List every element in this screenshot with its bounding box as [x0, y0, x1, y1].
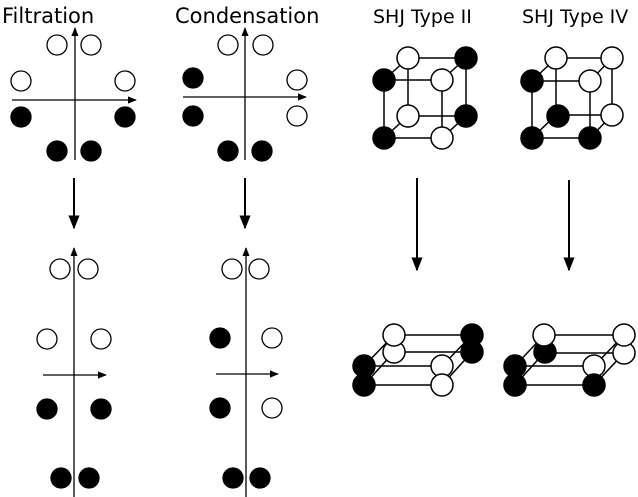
empty-particle — [80, 34, 102, 56]
empty-particle — [217, 34, 239, 56]
filled-particle — [372, 68, 396, 92]
shj-type-4-cube — [520, 46, 624, 150]
filled-particle — [90, 398, 112, 420]
filled-particle — [80, 140, 102, 162]
filled-particle — [249, 467, 271, 489]
empty-particle — [36, 328, 58, 350]
filled-particle — [251, 140, 273, 162]
filled-particle — [372, 126, 396, 150]
empty-particle — [396, 104, 420, 128]
empty-particle — [46, 34, 68, 56]
filled-particle — [520, 126, 544, 150]
empty-particle — [49, 258, 71, 280]
empty-particle — [430, 68, 454, 92]
filled-particle — [182, 105, 204, 127]
shj-type-4-title: SHJ Type IV — [522, 6, 629, 28]
empty-particle — [396, 46, 420, 70]
empty-particle — [90, 328, 112, 350]
filled-particle — [578, 126, 602, 150]
empty-particle — [252, 34, 274, 56]
filtration-title: Filtration — [2, 4, 95, 28]
empty-particle — [77, 258, 99, 280]
empty-particle — [114, 70, 136, 92]
shj-type-2-title: SHJ Type II — [373, 6, 472, 28]
empty-particle — [430, 373, 454, 397]
shj-type-2-flattened — [352, 323, 484, 397]
filled-particle — [222, 467, 244, 489]
empty-particle — [600, 103, 624, 127]
condensation-after-diagram — [209, 247, 283, 497]
filled-particle — [460, 323, 484, 347]
empty-particle — [286, 105, 308, 127]
filled-particle — [454, 46, 478, 70]
empty-particle — [261, 397, 283, 419]
filled-particle — [46, 140, 68, 162]
filled-particle — [454, 104, 478, 128]
empty-particle — [544, 46, 568, 70]
filled-particle — [78, 467, 100, 489]
shj-type-4-flattened — [503, 323, 636, 397]
filled-particle — [217, 140, 239, 162]
filled-particle — [209, 397, 231, 419]
empty-particle — [382, 323, 406, 347]
filled-particle — [546, 104, 570, 128]
filled-particle — [209, 327, 231, 349]
empty-particle — [261, 327, 283, 349]
filled-particle — [36, 398, 58, 420]
filled-particle — [114, 106, 136, 128]
filled-particle — [352, 373, 376, 397]
empty-particle — [10, 70, 32, 92]
filled-particle — [10, 106, 32, 128]
filled-particle — [50, 467, 72, 489]
empty-particle — [286, 69, 308, 91]
filled-particle — [182, 67, 204, 89]
empty-particle — [430, 126, 454, 150]
condensation-title: Condensation — [175, 4, 320, 28]
filled-particle — [520, 69, 544, 93]
filled-particle — [582, 373, 606, 397]
empty-particle — [578, 69, 602, 93]
empty-particle — [600, 46, 624, 70]
condensation-before-diagram — [182, 27, 308, 162]
empty-particle — [532, 323, 556, 347]
filled-particle — [503, 373, 527, 397]
empty-particle — [221, 258, 243, 280]
shj-type-2-cube — [372, 46, 478, 150]
empty-particle — [248, 258, 270, 280]
empty-particle — [612, 323, 636, 347]
filtration-after-diagram — [36, 247, 112, 497]
filtration-before-diagram — [10, 27, 137, 162]
